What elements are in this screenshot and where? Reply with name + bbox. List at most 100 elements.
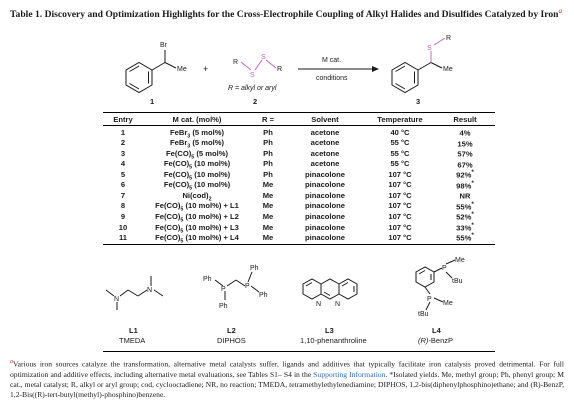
cell-result: 57% [435, 148, 495, 159]
temperature: 107 °C [388, 212, 412, 222]
catalyst-formula: Ni(cod) [182, 190, 209, 200]
cell-temperature: 107 °C [365, 201, 435, 212]
cell-solvent: acetone [285, 138, 365, 149]
optimization-table: Entry M cat. (mol%) R = Solvent Temperat… [103, 112, 495, 245]
r-group: Ph [263, 159, 273, 169]
entry-number: 10 [118, 222, 128, 232]
temperature: 55 °C [390, 138, 410, 148]
ligand-l3-name: 1,10-phenanthroline [300, 336, 367, 345]
entry-number: 3 [120, 148, 126, 158]
disulfide-structure [240, 59, 277, 71]
title-footnote-marker: a [558, 7, 563, 15]
cell-solvent: acetone [285, 159, 365, 170]
isolated-yield-marker: * [471, 232, 474, 240]
catalyst-formula: Fe(CO) [163, 169, 190, 179]
ligand-l4-name-prefix: (R) [418, 336, 429, 345]
cell-solvent: pinacolone [285, 232, 365, 245]
result-value: 52% [456, 212, 472, 222]
cell-entry: 6 [103, 180, 143, 191]
r-group: Ph [263, 138, 273, 148]
disulfide-number: 2 [253, 97, 257, 106]
product-me-label: Me [443, 66, 453, 73]
cell-result: NR [435, 190, 495, 201]
entry-number: 6 [120, 180, 126, 190]
r-group: Me [262, 222, 274, 232]
cell-entry: 2 [103, 138, 143, 149]
substrate-number: 1 [150, 97, 154, 106]
entry-number: 2 [120, 138, 126, 148]
ligand-l2-ph1: Ph [203, 276, 212, 283]
cell-result: 67% [435, 159, 495, 170]
entry-number: 5 [120, 169, 126, 179]
entry-number: 7 [120, 190, 126, 200]
product-r-label: R [446, 35, 451, 42]
cell-temperature: 55 °C [365, 148, 435, 159]
disulfide-s-right: S [261, 54, 266, 61]
isolated-yield-marker: * [471, 221, 474, 229]
catalyst-formula: Fe(CO) [155, 212, 181, 222]
cell-r: Ph [251, 159, 285, 170]
catalyst-subscript: 5 [189, 175, 193, 182]
cell-solvent: pinacolone [285, 222, 365, 233]
header-solvent: Solvent [285, 112, 365, 126]
ligand-l2-ph3: Ph [250, 265, 259, 272]
cell-temperature: 55 °C [365, 159, 435, 170]
ligand-l3-structure [302, 278, 358, 300]
catalyst-loading: (10 mol%) [192, 180, 231, 190]
substrate-structure [125, 50, 177, 94]
catalyst-loading: (10 mol%) + L1 [183, 201, 239, 211]
result-value: 15% [457, 139, 473, 149]
solvent: acetone [310, 127, 340, 137]
ligand-structures: N N L1 TMEDA P P Ph Ph Ph Ph L2 DIPHOS [105, 257, 465, 345]
result-value: 4% [459, 128, 471, 138]
header-r: R = [251, 112, 285, 126]
result-value: 55% [456, 202, 472, 212]
disulfide-caption: R = alkyl or aryl [228, 85, 277, 92]
catalyst-loading: (10 mol%) + L2 [183, 212, 239, 222]
cell-r: Ph [251, 126, 285, 138]
cell-catalyst: Fe(CO)5 (10 mol%) + L2 [143, 211, 251, 223]
temperature: 107 °C [388, 233, 412, 243]
solvent: pinacolone [304, 212, 346, 222]
catalyst-formula: Fe(CO) [163, 180, 190, 190]
catalyst-subscript: 3 [187, 143, 191, 150]
result-value: 67% [457, 160, 473, 170]
temperature: 107 °C [388, 222, 412, 232]
cell-entry: 10 [103, 222, 143, 233]
table-header-row: Entry M cat. (mol%) R = Solvent Temperat… [103, 112, 495, 126]
cell-catalyst: Ni(cod)2 [143, 190, 251, 202]
cell-catalyst: FeBr3 (5 mol%) [143, 126, 251, 139]
cell-temperature: 40 °C [365, 126, 435, 138]
ligand-l1-id: L1 [129, 326, 138, 335]
result-value: NR [459, 191, 471, 201]
header-entry: Entry [103, 112, 143, 126]
temperature: 107 °C [388, 201, 412, 211]
product-s-label: S [427, 45, 432, 52]
cell-entry: 3 [103, 148, 143, 159]
ligand-l4-me2: Me [443, 300, 453, 307]
cell-solvent: acetone [285, 126, 365, 138]
footnote-marker: a [10, 359, 13, 365]
r-group: Ph [263, 148, 273, 158]
solvent: pinacolone [304, 190, 346, 200]
cell-r: Me [251, 180, 285, 191]
cell-r: Me [251, 201, 285, 212]
cell-temperature: 107 °C [365, 211, 435, 222]
cell-r: Me [251, 190, 285, 201]
solvent: pinacolone [304, 233, 346, 243]
ligand-l2-name: DIPHOS [217, 336, 246, 345]
result-value: 57% [457, 149, 473, 159]
supporting-information-link[interactable]: Supporting Information [313, 369, 386, 379]
header-catalyst: M cat. (mol%) [143, 112, 251, 126]
entry-number: 8 [120, 201, 126, 211]
catalyst-subscript: 5 [189, 164, 193, 171]
cell-temperature: 107 °C [365, 169, 435, 180]
catalyst-subscript: 5 [180, 228, 184, 235]
cell-entry: 1 [103, 126, 143, 138]
ligand-l1-atom-n2: N [147, 287, 152, 294]
